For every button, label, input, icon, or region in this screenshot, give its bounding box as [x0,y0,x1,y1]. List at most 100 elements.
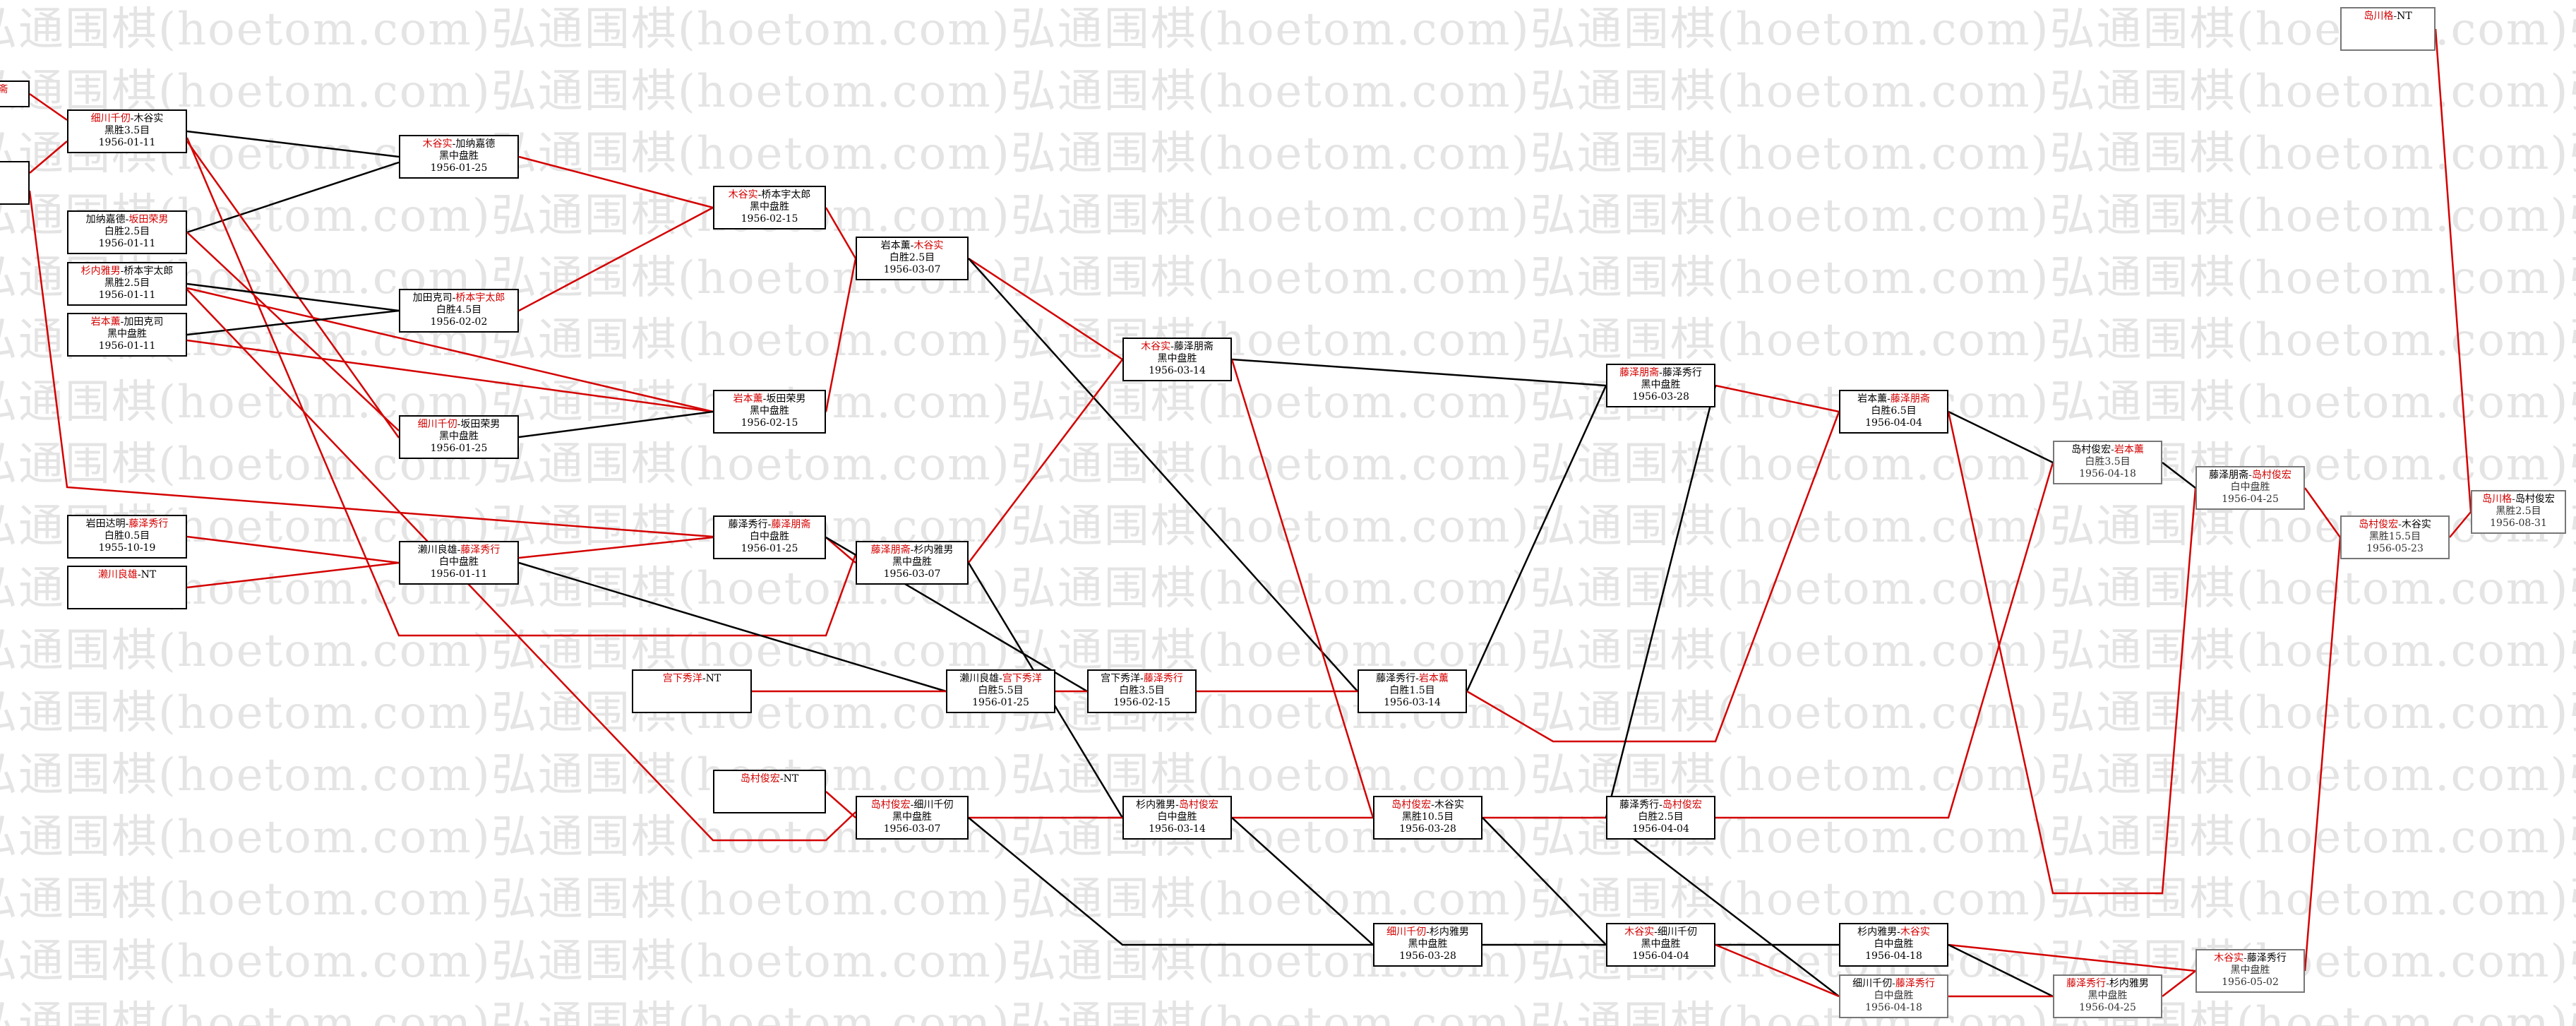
player-separator: - [2398,519,2402,530]
match-result: 黑中盘胜 [107,328,147,340]
player-white: 加田克司 [124,316,164,328]
match-date: 1956-04-25 [2079,1002,2136,1013]
player-black: 细川千仞 [90,113,131,124]
bracket-connector [186,309,400,336]
match-date: 1956-08-31 [2490,518,2547,529]
player-black: 宫下秀洋 [1101,673,1141,684]
match-date: 1956-04-04 [1632,823,1689,835]
player-separator: - [2512,494,2515,505]
player-separator: - [1892,978,1895,989]
bracket-connector [825,207,857,259]
player-black: 加田克司 [412,292,453,304]
player-white: 藤泽秀行 [460,544,501,556]
player-white: 杉内雅男 [2109,978,2149,989]
match-players: 岛川格-NT [2342,11,2434,23]
match-players: 木谷实-桥本宇太郎 [714,189,825,201]
bracket-connector [186,232,400,431]
match-date: 1956-03-28 [1399,823,1456,835]
player-black: 岛村俊宏 [870,799,911,811]
match-result: 白胜5.5目 [978,685,1024,696]
player-separator: - [125,518,129,530]
player-black: 濑川良雄 [417,544,457,556]
player-white: 藤泽朋斋 [1890,393,1930,405]
bracket-connector [1715,943,1840,998]
match-players: 木谷实-细川千仞 [1607,926,1714,938]
match-result: 白胜2.5目 [104,226,150,237]
bracket-connector [2304,537,2342,972]
match-players: 加田克司-桥本宇太郎 [400,292,517,304]
player-separator: - [2248,470,2252,481]
player-black: 藤泽朋斋 [1619,367,1660,378]
match-date: 1956-04-18 [2079,468,2136,479]
match-date: 1956-01-25 [741,543,798,554]
match-players: 濑川良雄-藤泽秀行 [400,544,517,556]
match-players: 藤泽朋斋-杉内雅男 [857,544,967,556]
match-date: 1956-04-25 [2222,494,2279,505]
match-players: 细川千仞-坂田荣男 [400,419,517,431]
player-white: NT [783,773,799,785]
match-players: 细川千仞-杉内雅男 [1374,926,1481,938]
player-black: 木谷实 [1141,341,1171,352]
player-black: 岩本薰 [733,393,763,405]
bracket-connector [518,536,714,559]
player-separator: - [2243,953,2247,964]
player-white: 藤泽朋斋 [771,519,811,530]
bracket-connector [186,130,400,158]
match-result: 黑胜15.5目 [2368,531,2421,542]
match-date: 1956-01-25 [430,443,488,454]
bracket-connector [186,535,400,564]
match-date: 1956-02-15 [741,213,798,225]
match-players: 木谷实-加纳嘉德 [400,138,517,150]
player-black: 藤泽朋斋 [870,544,911,556]
match-date: 1956-05-23 [2366,543,2424,554]
match-result: 黑胜3.5目 [104,125,150,136]
player-separator: - [910,799,914,811]
bracket-connector [825,537,856,563]
match-result: 白胜1.5目 [1389,685,1435,696]
bracket-connector [29,93,68,121]
player-black: 杉内雅男 [80,266,121,277]
match-result: 黑中盘胜 [892,811,932,823]
player-white: 藤泽秀行 [2246,953,2287,964]
match-result: 白胜2.5目 [1638,811,1684,823]
match-players: 杉内雅男-木谷实 [1840,926,1947,938]
match-result: 黑胜2.5目 [104,278,150,289]
bracket-connector [1605,817,1840,997]
match-date: 1956-02-15 [1113,697,1170,708]
bracket-connector [1948,410,2054,464]
match-node: -藤泽朋斋1 [0,80,30,107]
player-black: 细川千仞 [417,419,457,430]
player-separator: - [1426,926,1430,938]
match-players: 岛村俊宏-NT [714,773,825,785]
match-players: 岛村俊宏-细川千仞 [857,799,967,811]
player-black: 濑川良雄 [959,673,1000,684]
player-black: 岛川格 [2482,494,2512,505]
player-separator: - [702,673,706,684]
bracket-connector [968,359,1123,563]
match-players: 藤泽秀行-岛村俊宏 [1607,799,1714,811]
player-white: 木谷实 [1434,799,1464,811]
match-result: 黑中盘胜 [2087,990,2128,1001]
bracket-connector [1230,359,1374,818]
match-players: 加纳嘉德-坂田荣男 [68,214,186,226]
match-node: 岛川格-NT [2340,7,2436,51]
match-players: 岩本薰-加田克司 [68,316,186,328]
match-result: 白中盘胜 [2230,482,2270,493]
player-separator: - [1654,926,1658,938]
match-date: 1956-01-11 [98,290,156,301]
bracket-connector [518,410,714,439]
match-result: 白中盘胜 [1157,811,1197,823]
player-white: 加纳嘉德 [455,138,496,150]
player-white: 细川千仞 [913,799,954,811]
player-separator: - [2111,444,2114,455]
player-black: 岛村俊宏 [1391,799,1432,811]
player-black: 细川千仞 [1852,978,1893,989]
match-date: 1956-03-28 [1632,391,1689,402]
